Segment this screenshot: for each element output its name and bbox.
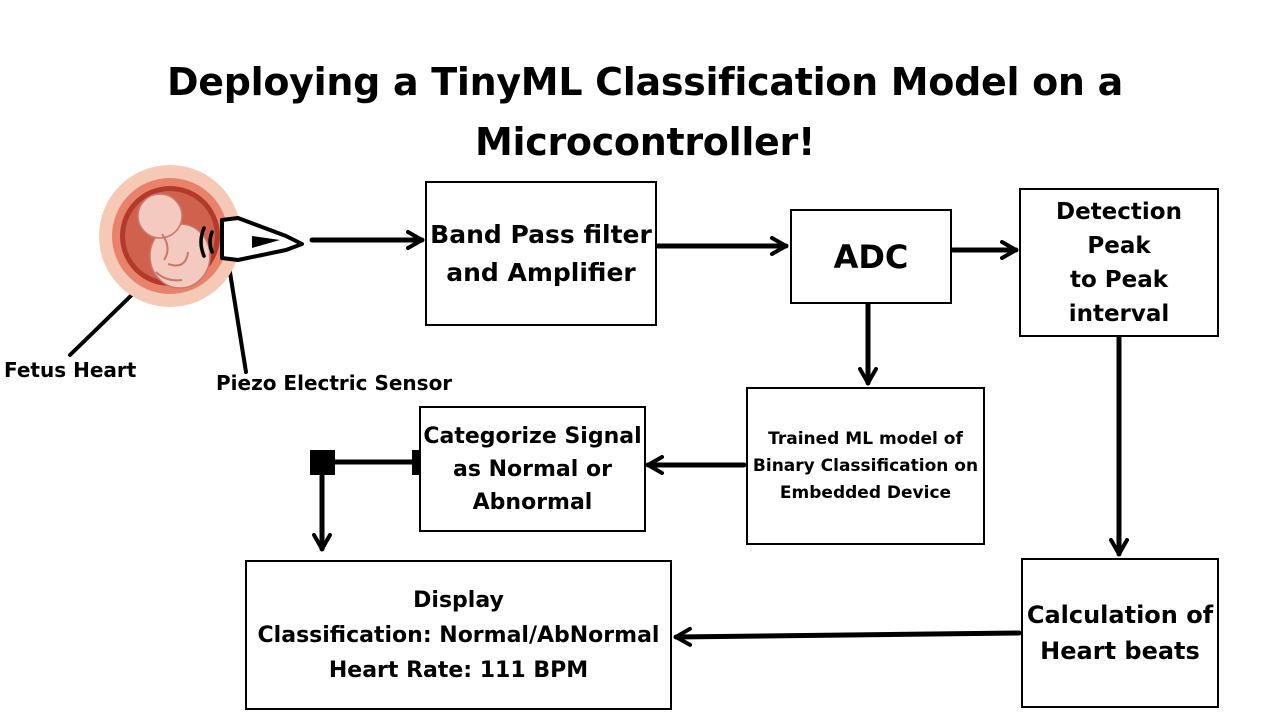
heart-beats-block: Calculation of Heart beats <box>1021 558 1219 708</box>
bandpass-line-2: and Amplifier <box>446 257 636 287</box>
title-line-2: Microcontroller! <box>474 120 815 164</box>
bandpass-line-1: Band Pass filter <box>430 219 652 249</box>
adc-block: ADC <box>790 209 952 304</box>
fetus-heart-label: Fetus Heart <box>4 358 137 382</box>
heartbeats-line-1: Calculation of <box>1026 601 1214 629</box>
adc-label: ADC <box>833 237 909 276</box>
categorize-signal-block: Categorize Signal as Normal or Abnormal <box>419 406 646 532</box>
display-classification: Classification: Normal/AbNormal <box>257 622 660 648</box>
ml-line-3: Embedded Device <box>779 482 952 503</box>
display-block: Display Classification: Normal/AbNormal … <box>245 560 672 710</box>
peak-detection-block: Detection Peak to Peak interval <box>1019 188 1219 337</box>
junction-node-left <box>310 450 335 475</box>
categorize-line-1: Categorize Signal <box>423 423 642 449</box>
bandpass-amplifier-block: Band Pass filter and Amplifier <box>425 181 657 326</box>
ml-line-1: Trained ML model of <box>768 428 963 449</box>
title-line-1: Deploying a TinyML Classification Model … <box>167 60 1123 104</box>
arrow-heartbeats-to-display <box>673 626 1022 647</box>
ml-line-2: Binary Classification on <box>752 455 979 476</box>
diagram-title: Deploying a TinyML Classification Model … <box>140 52 1150 172</box>
peak-line-1: Detection Peak <box>1056 198 1182 259</box>
peak-line-3: interval <box>1068 300 1170 327</box>
categorize-line-3: Abnormal <box>472 489 593 515</box>
peak-line-2: to Peak <box>1069 266 1169 293</box>
heartbeats-line-2: Heart beats <box>1040 637 1200 665</box>
display-heading: Display <box>413 587 504 613</box>
categorize-line-2: as Normal or <box>453 456 612 482</box>
fetus-in-womb-icon <box>99 165 241 307</box>
ultrasound-probe-icon <box>199 216 304 262</box>
display-heart-rate: Heart Rate: 111 BPM <box>328 657 589 683</box>
piezo-sensor-label: Piezo Electric Sensor <box>216 371 453 395</box>
ml-model-block: Trained ML model of Binary Classificatio… <box>746 387 985 545</box>
piezo-sensor-pointer <box>226 258 248 374</box>
